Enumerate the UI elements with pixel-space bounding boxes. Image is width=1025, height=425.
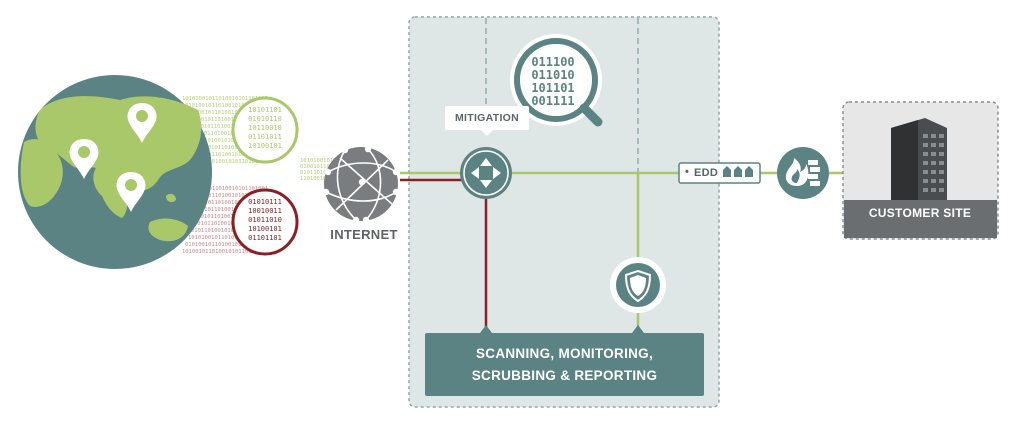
building-window xyxy=(939,152,944,156)
location-pin-icon xyxy=(69,139,99,179)
binary-row: 10101001011010010101101001 xyxy=(188,145,274,151)
binary-row: 10010011 xyxy=(248,207,282,215)
building-window xyxy=(923,143,928,147)
building-icon xyxy=(891,118,947,200)
globe-icon xyxy=(18,75,212,269)
binary-row: 01010110 xyxy=(248,115,282,123)
binary-row: 101101 xyxy=(531,81,574,95)
building-window xyxy=(931,170,936,174)
binary-row: 001111 xyxy=(531,94,574,108)
internet-label: INTERNET xyxy=(330,227,398,242)
binary-row: 01010010110100101011010011 xyxy=(185,103,271,109)
building-window xyxy=(931,188,936,192)
binary-row: 01101101 xyxy=(248,234,282,242)
building-window xyxy=(939,188,944,192)
building-window xyxy=(931,143,936,147)
building-window xyxy=(923,152,928,156)
binary-row: 011010 xyxy=(531,68,574,82)
building-window xyxy=(939,170,944,174)
binary-row: 01101011 xyxy=(248,133,282,141)
mitigation-label: MITIGATION xyxy=(445,106,529,136)
mitigation-router-icon xyxy=(460,147,512,199)
building-window xyxy=(939,134,944,138)
connector-arrow xyxy=(480,325,492,333)
building-window xyxy=(931,152,936,156)
building-window xyxy=(939,143,944,147)
building-window xyxy=(931,134,936,138)
building-window xyxy=(923,188,928,192)
building-window xyxy=(939,161,944,165)
binary-row: 10100101101001010110100110 xyxy=(182,159,268,165)
connector-arrow xyxy=(632,325,644,333)
location-pin-icon xyxy=(116,172,146,212)
binary-row: 01010010110100101011010011 xyxy=(185,193,271,199)
binary-row: 01010111 xyxy=(248,198,282,206)
location-pin-icon xyxy=(127,103,157,143)
binary-row: 10101101 xyxy=(248,106,282,114)
building-window xyxy=(923,179,928,183)
binary-row: 0100101101001010 xyxy=(300,164,353,170)
shield-icon xyxy=(610,257,666,313)
binary-row: 1010100101101001 xyxy=(300,158,353,164)
building-window xyxy=(931,179,936,183)
binary-row: 10101001011010010101101001 xyxy=(188,235,274,241)
building-window xyxy=(923,170,928,174)
building-window xyxy=(931,161,936,165)
binary-row: 011100 xyxy=(531,55,574,69)
binary-row: 10100101101001010110100110 xyxy=(182,249,268,255)
binary-row: 10100101101001010110100110 xyxy=(188,110,274,116)
binary-row: 01011010 xyxy=(248,216,282,224)
edd-bullet: • xyxy=(685,166,690,178)
scanning-monitoring-box: SCANNING, MONITORING, SCRUBBING & REPORT… xyxy=(425,333,704,396)
firewall-icon xyxy=(777,147,829,199)
customer-site-label: CUSTOMER SITE xyxy=(868,206,972,220)
binary-row: 10101001011010010101101001 xyxy=(182,186,268,192)
building-window xyxy=(923,161,928,165)
binary-row: 10100101 xyxy=(248,225,282,233)
internet-globe-icon xyxy=(322,145,400,224)
binary-row: 01010010110100101011010011 xyxy=(185,242,271,248)
binary-row: 10101001011010010101101001 xyxy=(182,96,268,102)
building-window xyxy=(923,134,928,138)
binary-row: 10100101101001010110100110 xyxy=(188,200,274,206)
scanning-label-line-2: SCRUBBING & REPORTING xyxy=(471,368,658,383)
binary-row: 10100101 xyxy=(248,142,282,150)
scanning-label-line-1: SCANNING, MONITORING, xyxy=(475,346,654,361)
binary-row: 10110010 xyxy=(248,124,282,132)
edd-label: EDD xyxy=(694,167,719,179)
building-window xyxy=(939,179,944,183)
binary-row: 01010010110100101011010011 xyxy=(185,152,271,158)
edd-device-icon xyxy=(678,162,761,184)
